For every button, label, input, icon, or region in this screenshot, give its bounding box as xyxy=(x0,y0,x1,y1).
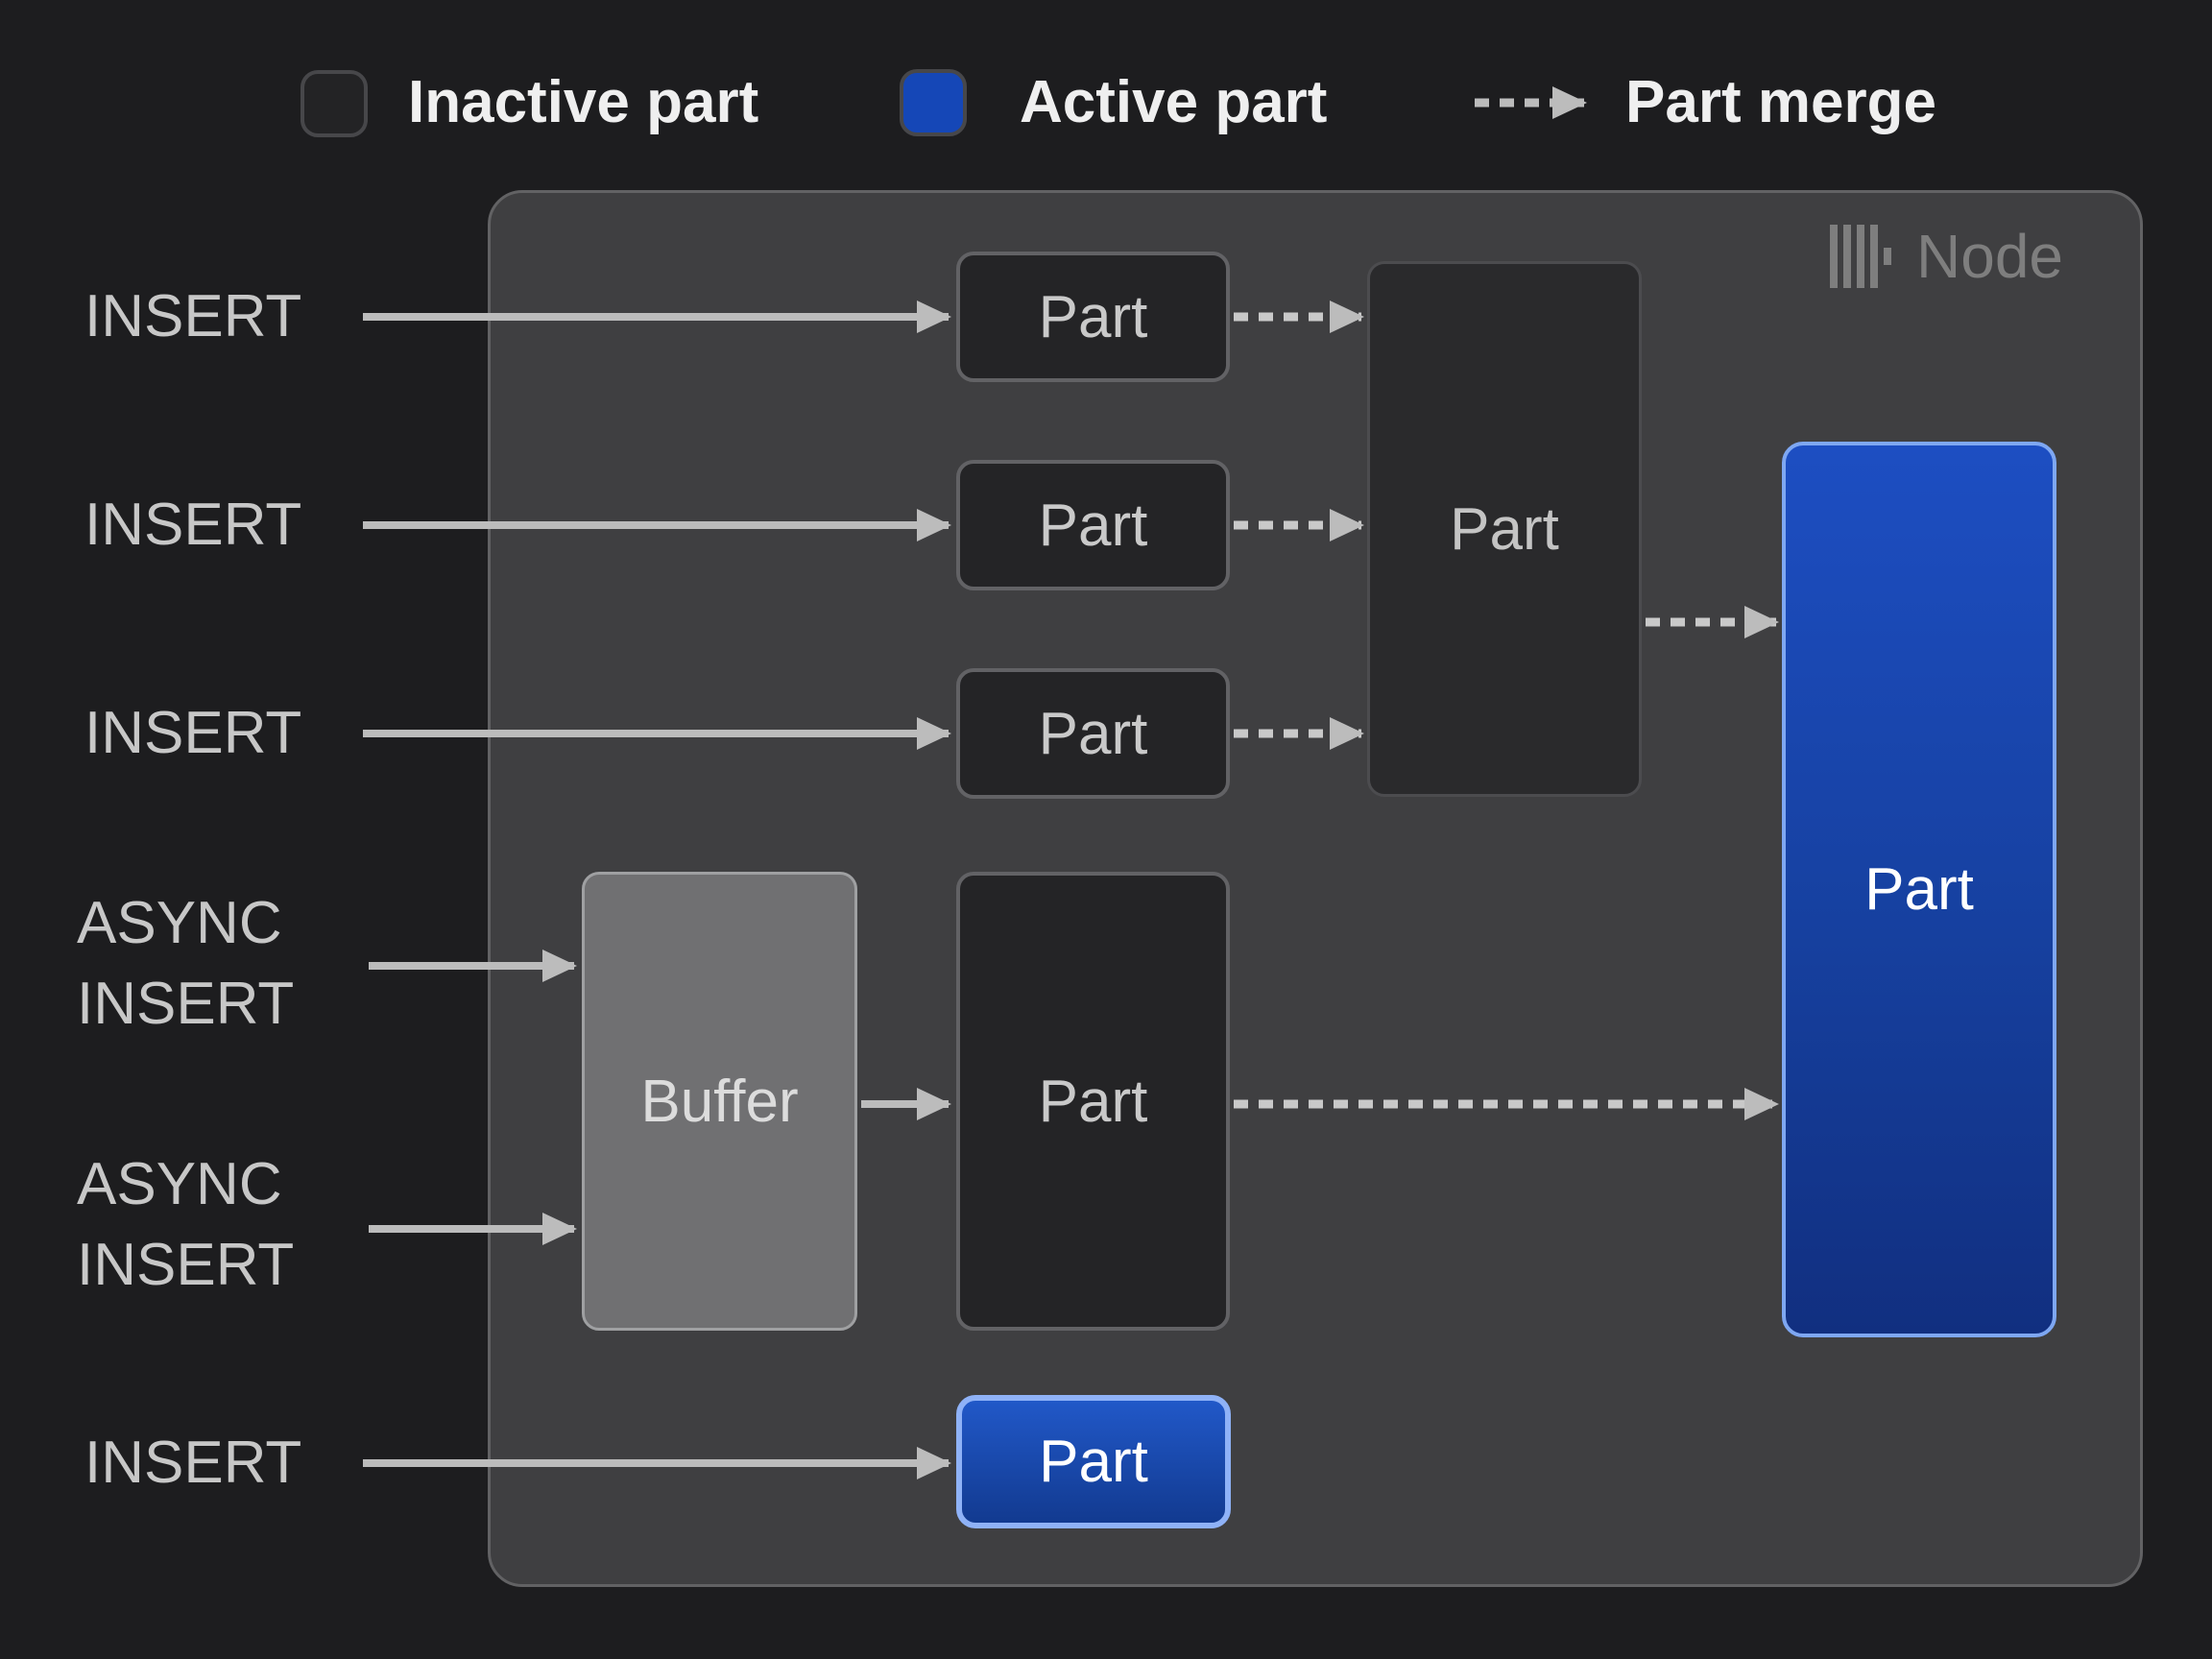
legend-active-label: Active part xyxy=(1020,69,1328,135)
insert-label-4: INSERT xyxy=(84,1430,302,1496)
legend-active-swatch xyxy=(900,69,967,136)
part-box-buffered: Part xyxy=(956,872,1230,1331)
node-header: Node xyxy=(1830,223,2063,290)
part-box-active-new: Part xyxy=(956,1395,1231,1528)
insert-label-1: INSERT xyxy=(84,283,302,349)
part-box-small-1: Part xyxy=(956,252,1230,382)
part-box-small-2: Part xyxy=(956,460,1230,590)
node-title: Node xyxy=(1916,222,2063,291)
async-insert-label-1: ASYNC INSERT xyxy=(77,890,295,1037)
part-box-small-3: Part xyxy=(956,668,1230,799)
part-box-active-main: Part xyxy=(1782,442,2056,1337)
clickhouse-logo-icon xyxy=(1830,225,1891,288)
legend-inactive-swatch xyxy=(301,70,368,137)
buffer-box: Buffer xyxy=(582,872,857,1331)
part-box-merged: Part xyxy=(1367,261,1642,797)
insert-label-3: INSERT xyxy=(84,700,302,766)
insert-label-2: INSERT xyxy=(84,492,302,558)
legend-inactive-label: Inactive part xyxy=(408,69,759,135)
async-insert-label-2: ASYNC INSERT xyxy=(77,1151,295,1298)
legend-merge-label: Part merge xyxy=(1625,69,1936,135)
